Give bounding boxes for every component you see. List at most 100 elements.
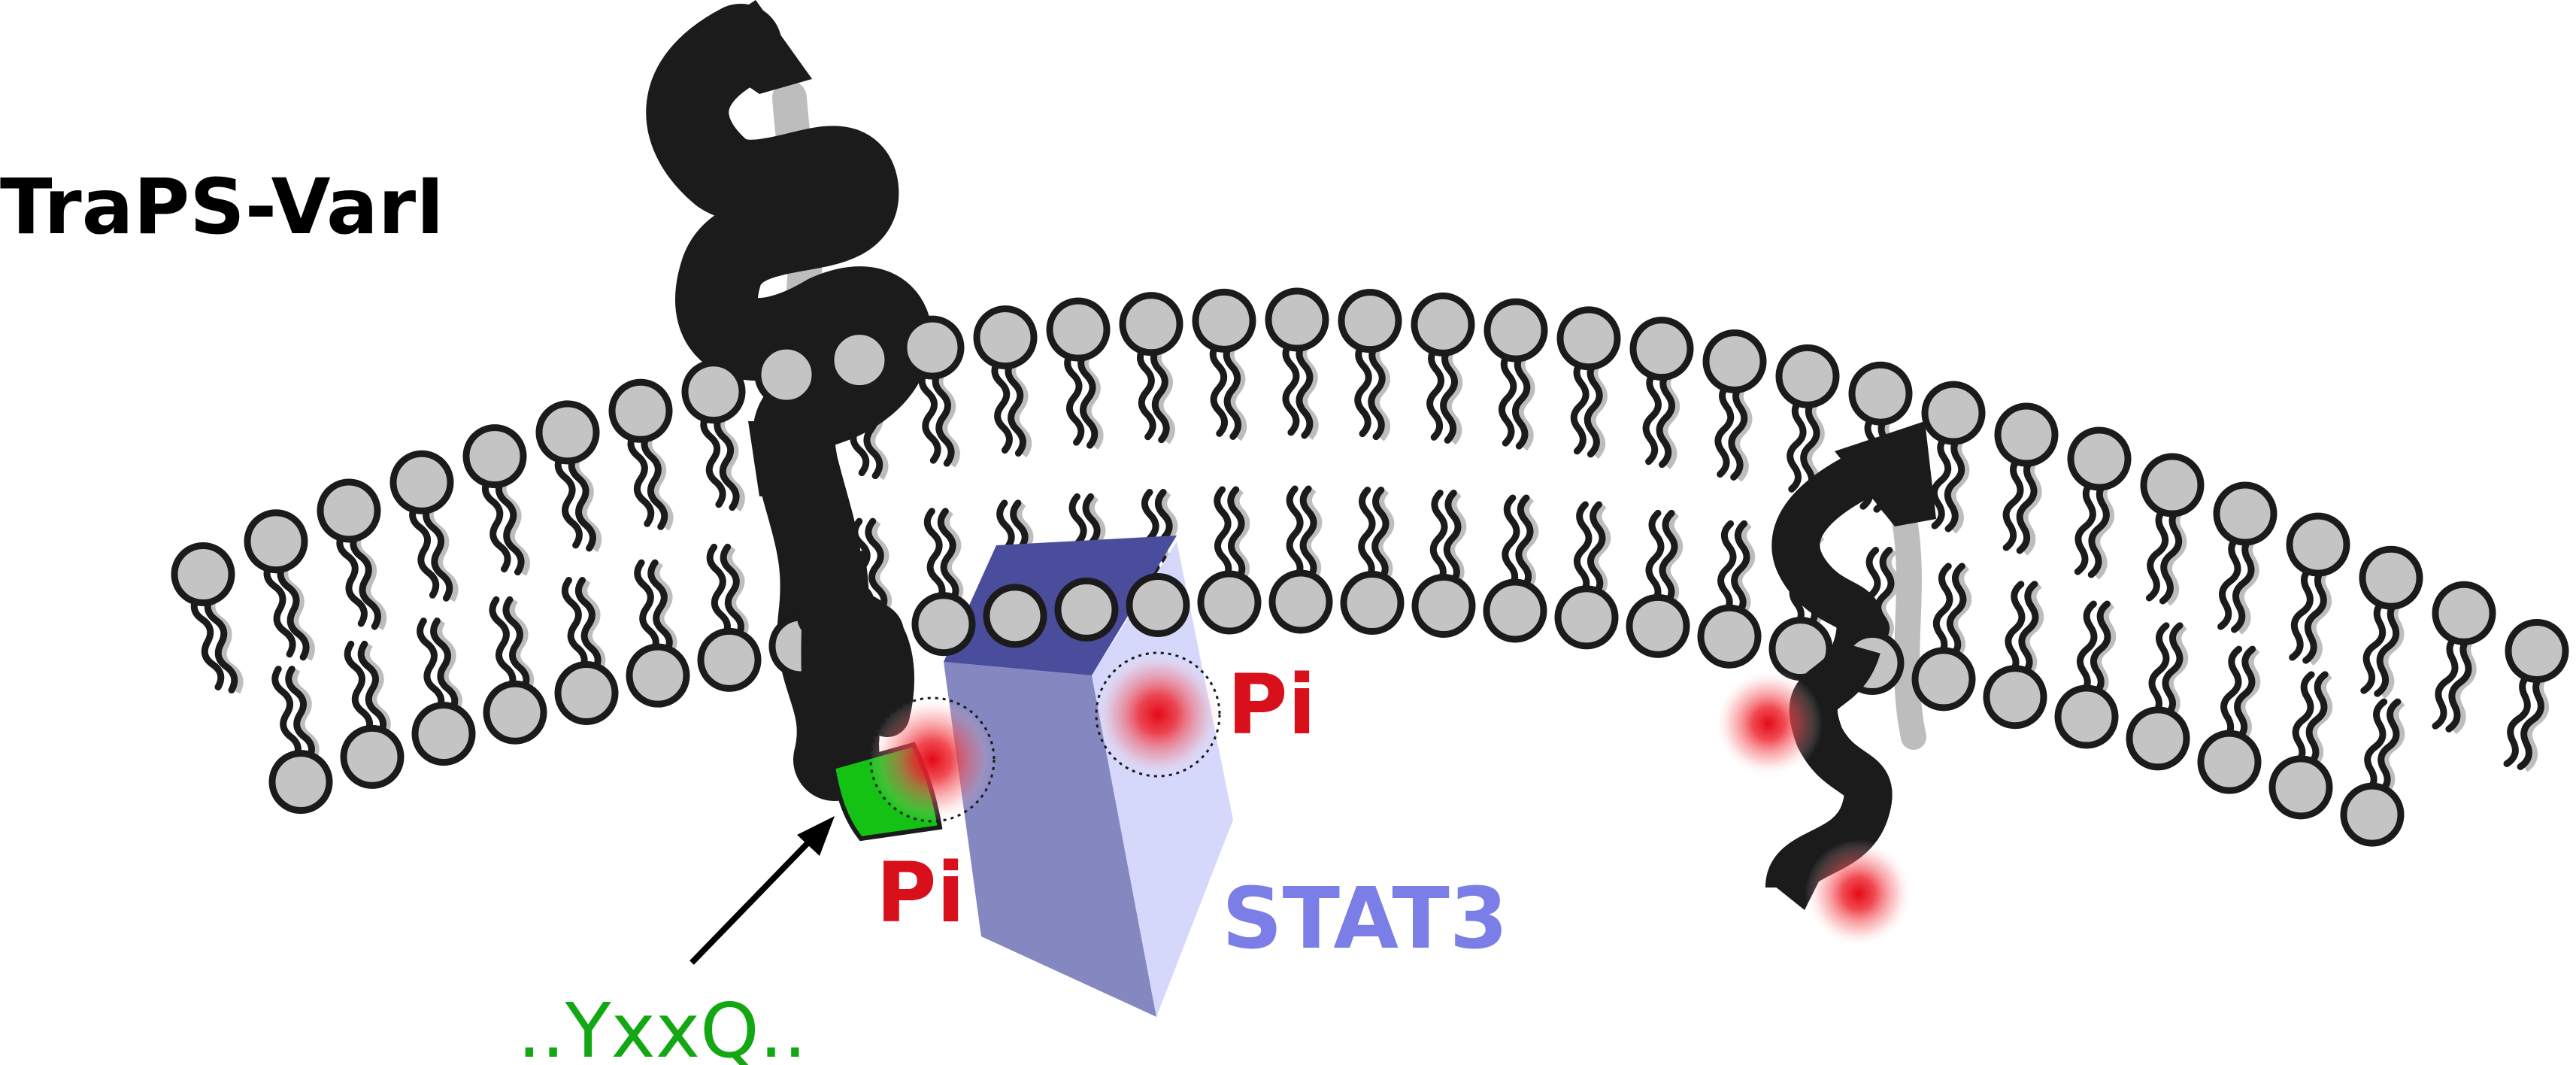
lipid-tail bbox=[2220, 645, 2243, 743]
phospholipid-icon bbox=[681, 360, 746, 424]
phospholipid-icon bbox=[554, 660, 619, 725]
phospholipid-icon bbox=[1411, 574, 1476, 638]
phospholipid-icon bbox=[1775, 344, 1840, 408]
lipid-tail bbox=[627, 429, 655, 527]
lipid-tail bbox=[2148, 622, 2170, 720]
lipid-tail bbox=[1728, 380, 1748, 481]
lipid-tail bbox=[700, 411, 726, 508]
lipid-tail bbox=[1511, 349, 1531, 450]
phospholipid-icon bbox=[2140, 453, 2205, 517]
lipid-tail bbox=[2016, 454, 2038, 554]
phospholipid-icon bbox=[1411, 292, 1475, 357]
lipid-tail bbox=[1498, 349, 1517, 447]
phospholipid-icon bbox=[2359, 545, 2423, 610]
phosphate-right-b bbox=[1805, 839, 1913, 948]
lipid-tail bbox=[1077, 348, 1099, 449]
lipid-tail bbox=[1714, 380, 1735, 478]
lipid-tail bbox=[1930, 432, 1952, 529]
lipid-tail bbox=[937, 508, 959, 605]
phospholipid-icon bbox=[2126, 706, 2190, 771]
phospholipid-icon bbox=[1911, 647, 1976, 712]
phospholipid-icon bbox=[1046, 297, 1111, 362]
lipid-tail bbox=[489, 596, 517, 693]
phospholipid-icon bbox=[1556, 306, 1621, 371]
phosphate-left-ring bbox=[869, 696, 996, 823]
phosphate-label-right: Pi bbox=[1227, 657, 1316, 753]
lipid-tail bbox=[1443, 490, 1462, 587]
lipid-tail bbox=[1515, 494, 1534, 592]
phospholipid-icon bbox=[1702, 329, 1767, 393]
phospholipid-icon bbox=[2067, 426, 2132, 491]
phospholipid-icon bbox=[2054, 684, 2119, 749]
phospholipid-icon bbox=[389, 450, 454, 514]
lipid-tail bbox=[190, 593, 225, 691]
lipid-tail bbox=[1570, 357, 1590, 455]
lipid-tail bbox=[2076, 600, 2098, 698]
protein-right-arrowhead bbox=[1835, 421, 1936, 526]
lipid-tail bbox=[1645, 509, 1665, 607]
lipid-tail bbox=[350, 529, 381, 630]
motif-label: ..YxxQ.. bbox=[517, 987, 807, 1065]
lipid-tail bbox=[865, 517, 888, 615]
lipid-tail bbox=[1944, 432, 1965, 532]
phosphate-glow-icon bbox=[868, 651, 1913, 948]
phospholipid-icon bbox=[411, 702, 476, 766]
phospholipid-icon bbox=[1483, 578, 1547, 643]
lipid-tail bbox=[2376, 698, 2402, 796]
phospholipid-icon bbox=[1265, 287, 1329, 352]
phospholipid-icon bbox=[317, 478, 381, 543]
lipid-tail bbox=[2074, 478, 2097, 575]
lipid-tail bbox=[481, 475, 511, 573]
lipid-tail bbox=[1150, 343, 1170, 444]
lipid-tail bbox=[1371, 487, 1390, 584]
lipid-tail bbox=[647, 559, 673, 657]
lipid-tail bbox=[1946, 563, 1967, 660]
lipid-tail bbox=[1731, 520, 1750, 617]
lipid-tail bbox=[1583, 357, 1603, 458]
lipid-tail bbox=[2159, 504, 2184, 605]
phospholipid-icon bbox=[1197, 570, 1262, 635]
phospholipid-icon bbox=[1848, 361, 1913, 426]
lipid-tail bbox=[1440, 343, 1459, 444]
phosphate-label-left: Pi bbox=[876, 845, 965, 941]
lipid-tail bbox=[2217, 532, 2243, 630]
lipid-tail bbox=[2291, 671, 2315, 769]
phospholipid-icon bbox=[268, 750, 333, 815]
lipid-tail bbox=[2090, 600, 2111, 698]
lipid-tail bbox=[991, 357, 1013, 454]
phospholipid-icon bbox=[2432, 581, 2496, 645]
lipid-tail bbox=[263, 560, 296, 658]
lipid-tail bbox=[918, 366, 941, 464]
phospholipid-icon bbox=[911, 592, 976, 657]
phospholipid-icon bbox=[340, 724, 405, 789]
phospholipid-icon bbox=[1626, 593, 1690, 658]
lipid-tail bbox=[2517, 669, 2548, 770]
lipid-tail bbox=[409, 501, 440, 599]
phospholipid-icon bbox=[1983, 665, 2047, 730]
lipid-tail bbox=[502, 596, 530, 693]
phosphate-right-a bbox=[1714, 669, 1823, 778]
lipid-tail bbox=[1502, 494, 1520, 592]
phospholipid-icon bbox=[1697, 604, 1762, 669]
lipid-tail bbox=[2018, 581, 2039, 678]
lipid-tail bbox=[495, 475, 525, 576]
lipid-tail bbox=[357, 640, 387, 738]
lipid-tail bbox=[2005, 581, 2026, 678]
phospholipid-icon bbox=[1768, 617, 1833, 681]
phospholipid-icon bbox=[1994, 402, 2059, 467]
phospholipid-icon bbox=[1554, 585, 1619, 650]
phospholipid-icon bbox=[900, 315, 965, 380]
lipid-tail bbox=[1286, 485, 1304, 583]
lipid-tail bbox=[1800, 395, 1820, 496]
lipid-tail bbox=[1209, 339, 1229, 437]
lipid-tail bbox=[1717, 520, 1737, 617]
lipid-tail bbox=[1587, 501, 1606, 599]
phospholipid-icon bbox=[171, 542, 235, 607]
phospholipid-icon bbox=[1126, 572, 1190, 637]
lipid-tail bbox=[714, 411, 740, 511]
lipid-tail bbox=[1227, 486, 1246, 584]
transmembrane-protein-icon bbox=[646, 0, 932, 801]
lipid-tail bbox=[417, 617, 445, 715]
lipid-tail bbox=[1429, 490, 1448, 587]
phospholipid-icon bbox=[2286, 512, 2350, 577]
